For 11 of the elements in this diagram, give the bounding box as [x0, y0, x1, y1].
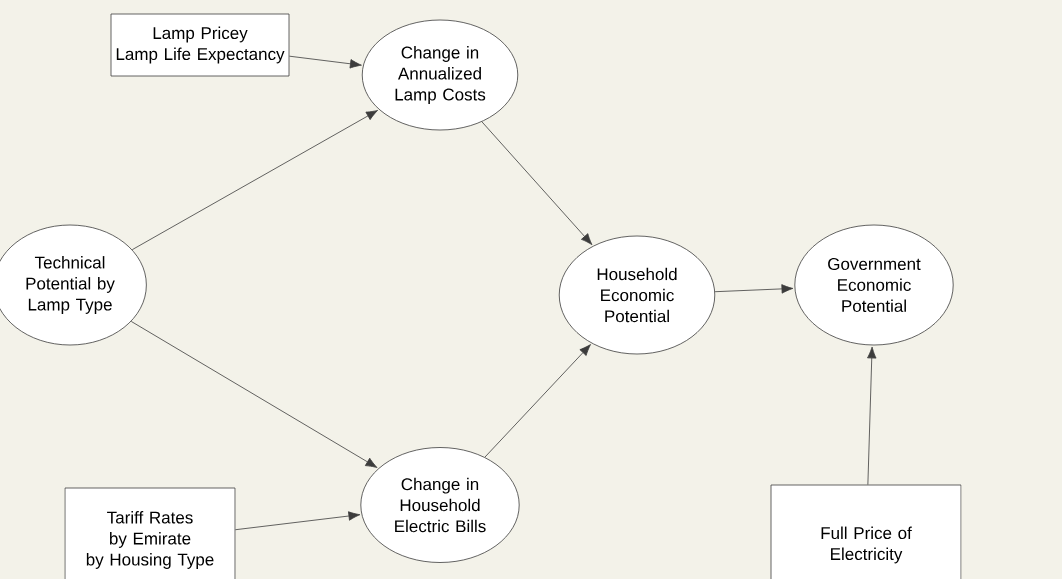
input-box: Tariff Rates by Emirate by Housing Type	[64, 487, 236, 579]
arrow	[484, 344, 591, 458]
arrow	[130, 321, 378, 468]
arrow	[289, 55, 362, 69]
input-box: Lamp Pricey Lamp Life Expectancy	[110, 13, 290, 77]
arrow	[481, 121, 593, 246]
arrow	[131, 110, 378, 251]
input-box: Full Price of Electricity	[770, 484, 962, 579]
arrow	[235, 511, 361, 531]
arrow	[867, 346, 877, 485]
arrow	[714, 284, 794, 294]
